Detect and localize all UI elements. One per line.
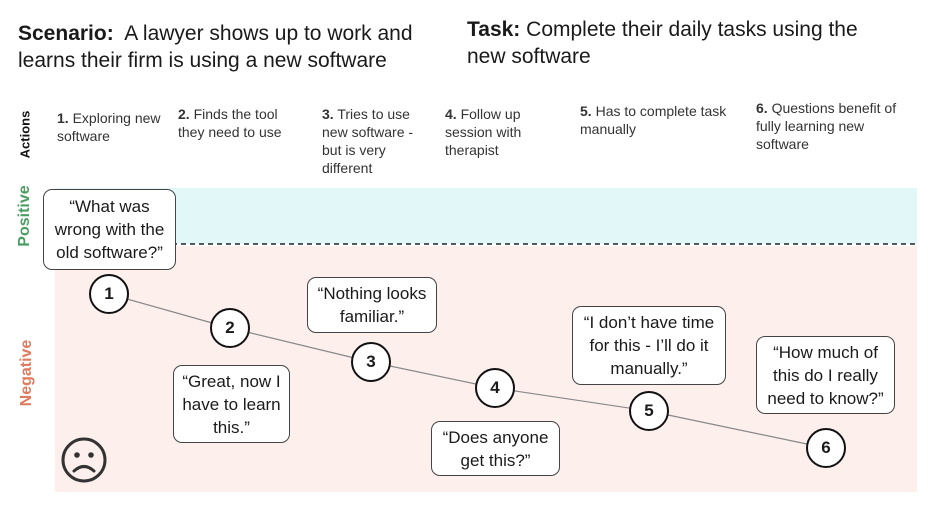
- task-block: Task: Complete their daily tasks using t…: [467, 16, 922, 70]
- scenario-block: Scenario: A lawyer shows up to work and …: [18, 20, 468, 74]
- task-label: Task:: [467, 18, 521, 41]
- action-3: 3. Tries to use new software - but is ve…: [322, 106, 414, 176]
- journey-node-1: 1: [89, 274, 129, 314]
- journey-node-6: 6: [806, 428, 846, 468]
- journey-node-4: 4: [475, 368, 515, 408]
- action-6: 6. Questions benefit of fully learning n…: [756, 100, 897, 152]
- task-text-line2: new software: [467, 45, 591, 68]
- journey-node-2: 2: [210, 308, 250, 348]
- positive-band: [55, 188, 917, 244]
- action-2: 2. Finds the tool they need to use: [178, 106, 282, 140]
- quote-5: “I don’t have time for this - I’ll do it…: [572, 306, 726, 385]
- scenario-text-line2: learns their firm is using a new softwar…: [18, 49, 387, 72]
- quote-6: “How much of this do I really need to kn…: [756, 336, 895, 414]
- scenario-text-line1: A lawyer shows up to work and: [124, 22, 413, 45]
- journey-node-5: 5: [629, 391, 669, 431]
- journey-path: [108, 293, 827, 449]
- quote-2: “Great, now I have to learn this.”: [173, 365, 290, 443]
- journey-node-3: 3: [351, 342, 391, 382]
- action-5: 5. Has to complete task manually: [580, 103, 727, 137]
- action-1: 1. Exploring new software: [57, 110, 161, 144]
- quote-3: “Nothing looks familiar.”: [307, 277, 437, 333]
- quote-1: “What was wrong with the old software?”: [43, 189, 176, 270]
- task-text-line1: Complete their daily tasks using the: [526, 18, 858, 41]
- scenario-label: Scenario:: [18, 22, 114, 45]
- quote-4: “Does anyone get this?”: [431, 421, 560, 476]
- action-4: 4. Follow up session with therapist: [445, 106, 522, 158]
